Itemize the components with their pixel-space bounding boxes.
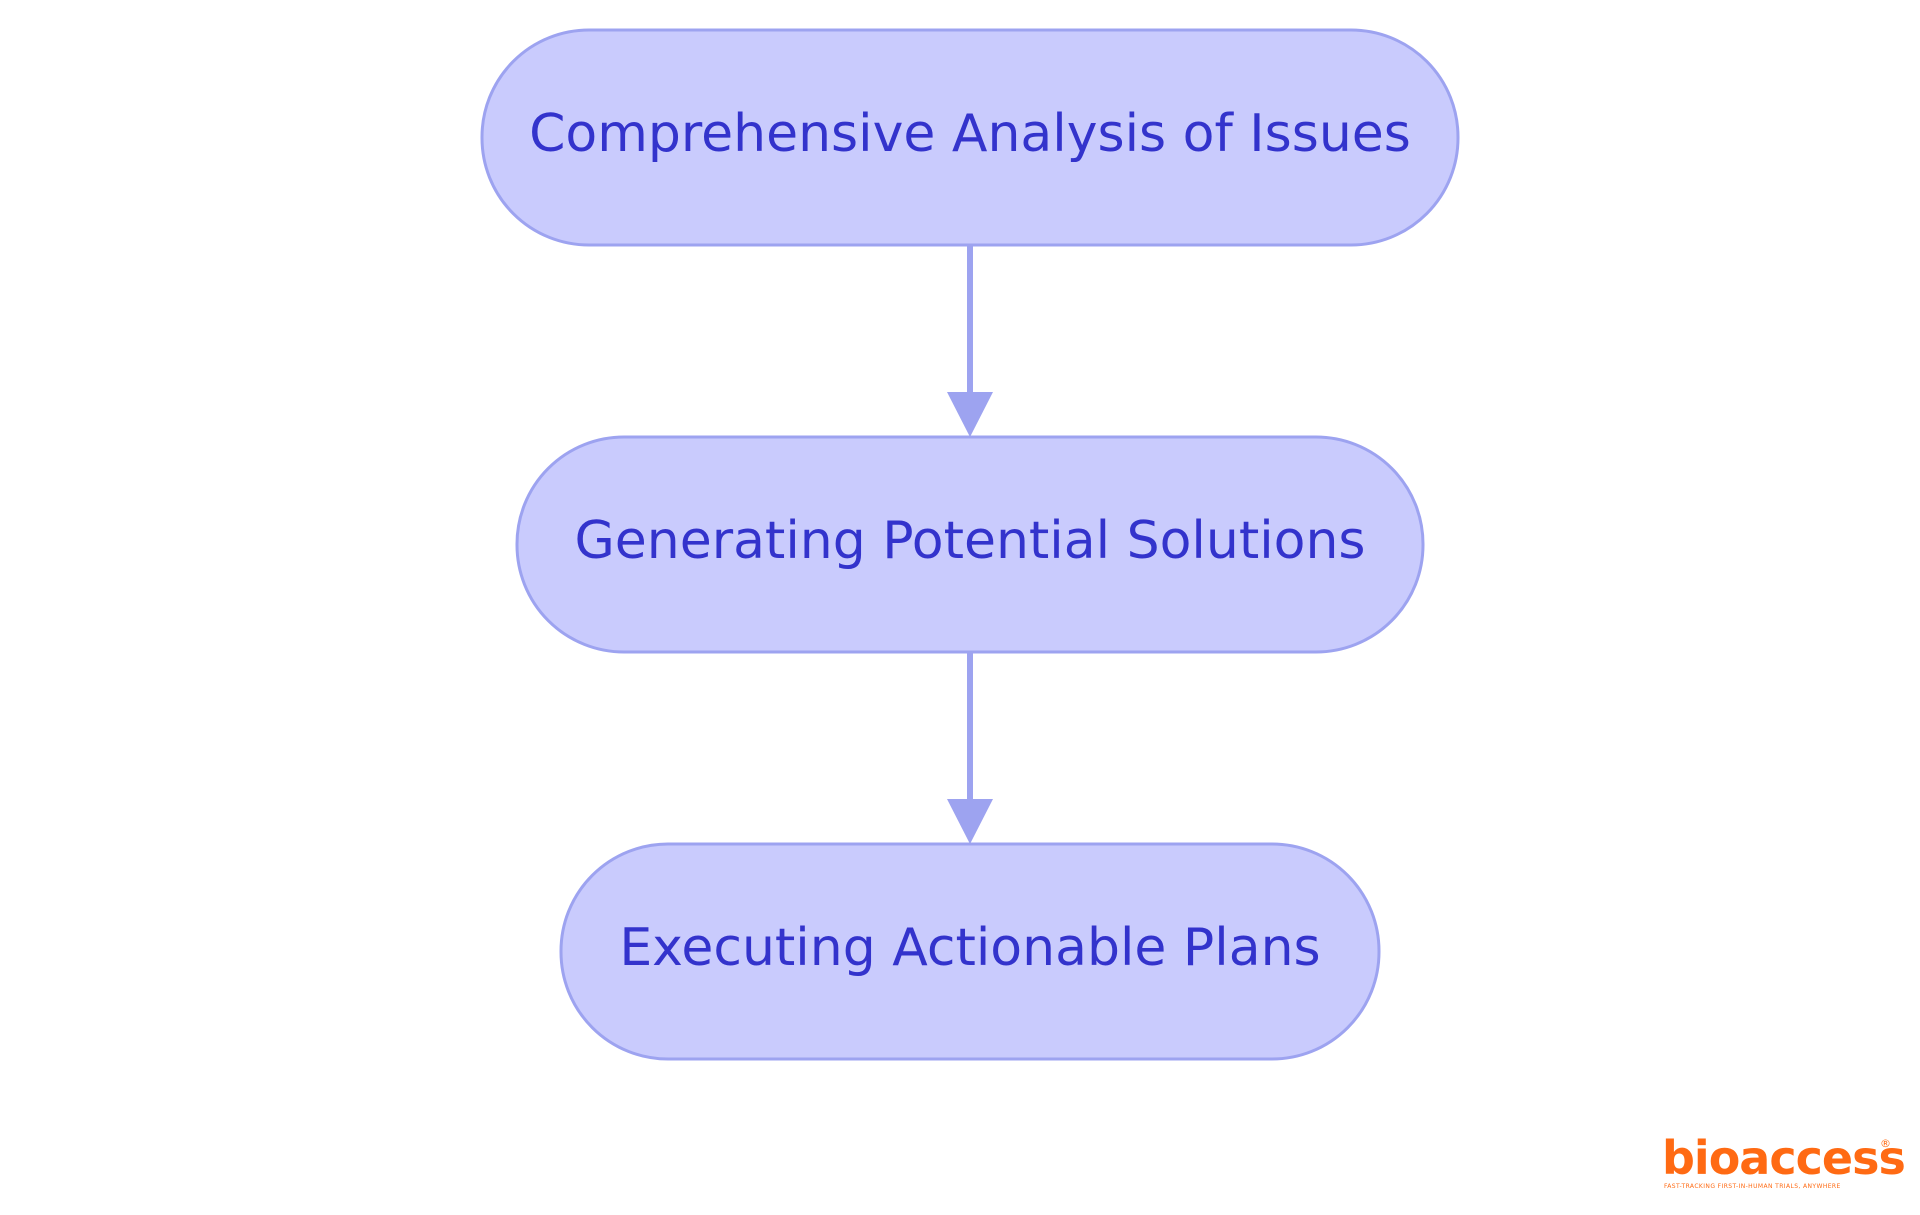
bioaccess-logo: bioaccess ® FAST-TRACKING FIRST-IN-HUMAN…: [1662, 1131, 1906, 1193]
node-shape: [480, 28, 1460, 247]
logo-wordmark: bioaccess: [1662, 1131, 1906, 1185]
arrowhead-down-icon: [947, 392, 993, 437]
node-execution: Executing Actionable Plans: [559, 842, 1381, 1061]
logo-tagline: FAST-TRACKING FIRST-IN-HUMAN TRIALS, ANY…: [1664, 1183, 1841, 1190]
registered-mark-icon: ®: [1880, 1137, 1891, 1150]
node-shape: [515, 435, 1425, 654]
edge-solutions-to-execution: [947, 652, 993, 844]
node-label: Comprehensive Analysis of Issues: [529, 104, 1411, 164]
node-shape: [559, 842, 1381, 1061]
node-analysis: Comprehensive Analysis of Issues: [480, 28, 1460, 247]
node-label: Executing Actionable Plans: [619, 918, 1320, 978]
node-solutions: Generating Potential Solutions: [515, 435, 1425, 654]
edge-analysis-to-solutions: [947, 245, 993, 437]
arrowhead-down-icon: [947, 799, 993, 844]
node-label: Generating Potential Solutions: [574, 511, 1365, 571]
